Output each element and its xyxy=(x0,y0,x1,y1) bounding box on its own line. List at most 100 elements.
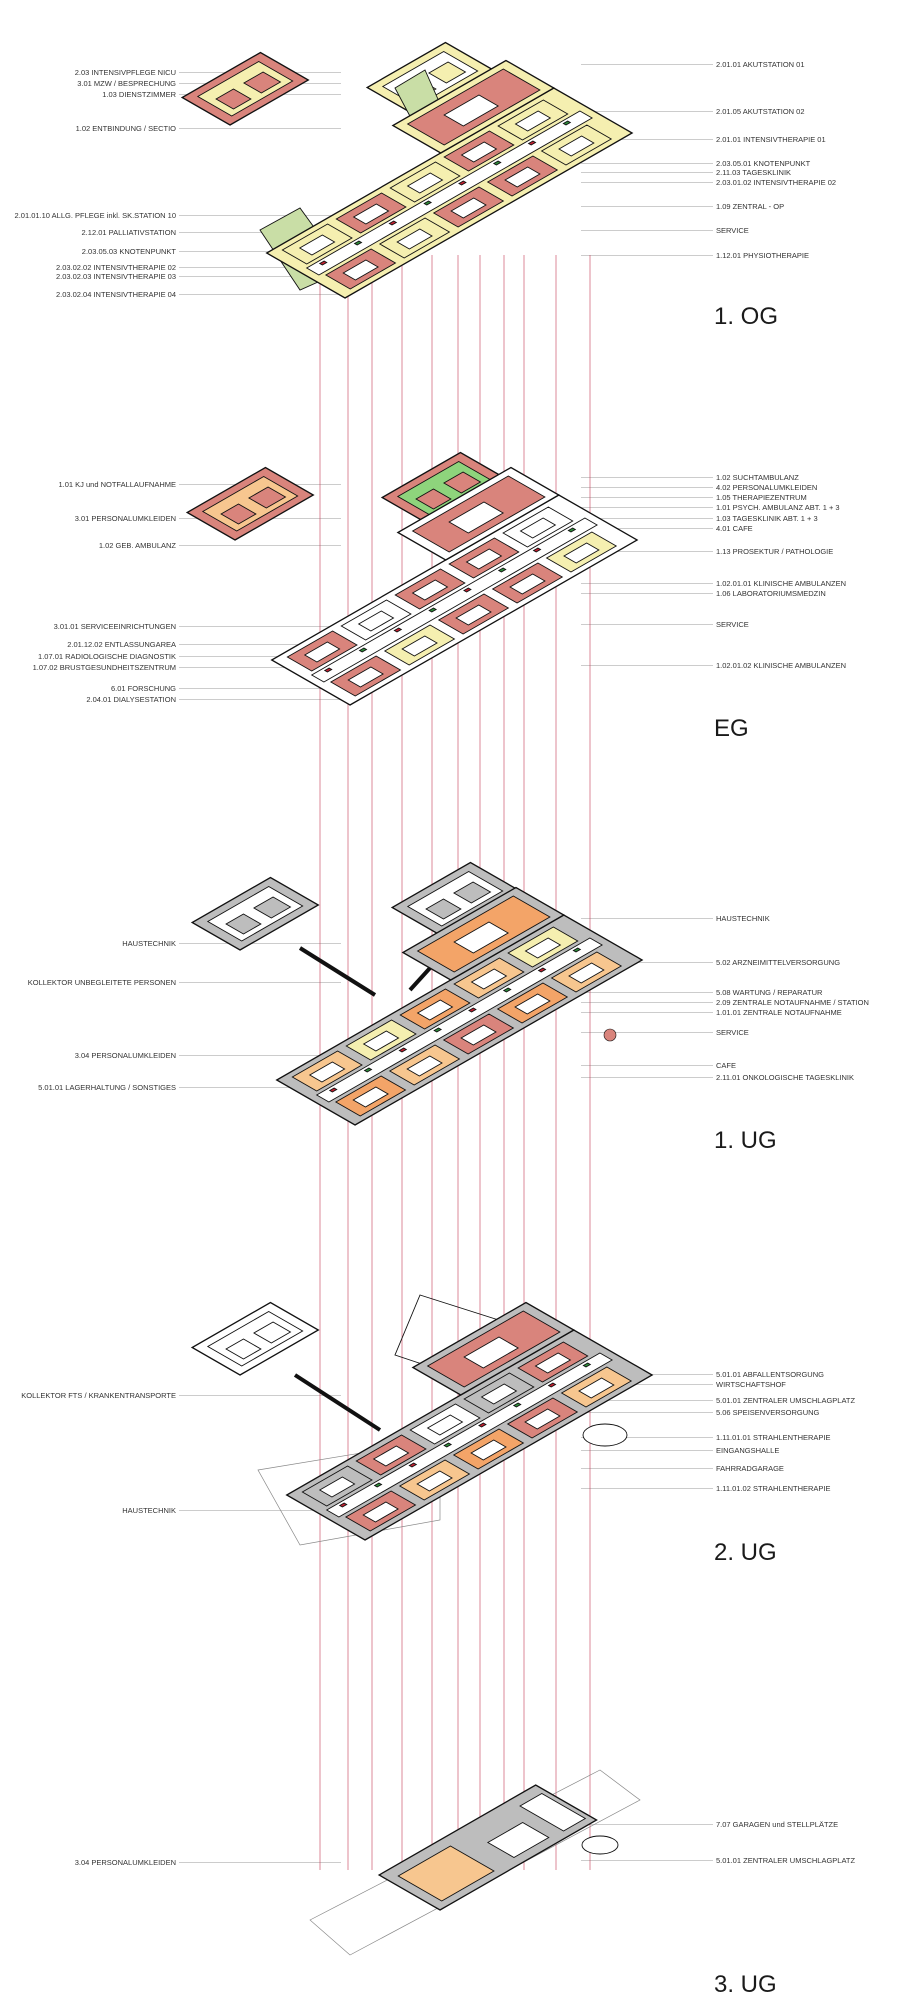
courtyard xyxy=(578,1377,615,1399)
round-element xyxy=(581,1835,619,1855)
room-label: KOLLEKTOR UNBEGLEITETE PERSONEN xyxy=(28,978,176,987)
door-marker xyxy=(562,120,572,126)
room-label: 3.01.01 SERVICEEINRICHTUNGEN xyxy=(54,622,176,631)
room-label: 5.02 ARZNEIMITTELVERSORGUNG xyxy=(716,958,840,967)
room-label: 2.11.01 ONKOLOGISCHE TAGESKLINIK xyxy=(716,1073,854,1082)
floor-slab xyxy=(377,1784,598,1911)
courtyard xyxy=(352,203,390,225)
room-label: 2.12.01 PALLIATIVSTATION xyxy=(82,228,176,237)
courtyard xyxy=(362,1030,400,1052)
floor-title-3-ug: 3. UG xyxy=(714,1971,777,1998)
room-label: 2.03.02.04 INTENSIVTHERAPIE 04 xyxy=(56,290,176,299)
door-marker xyxy=(582,1362,592,1368)
room-label: 2.03.01.02 INTENSIVTHERAPIE 02 xyxy=(716,178,836,187)
connector-corridor xyxy=(298,946,377,997)
courtyard xyxy=(460,1024,497,1046)
room-label: SERVICE xyxy=(716,620,749,629)
room-label: 5.01.01 ZENTRALER UMSCHLAGPLATZ xyxy=(716,1396,855,1405)
door-marker xyxy=(512,1402,522,1408)
room-block xyxy=(248,486,287,509)
courtyard xyxy=(504,166,541,188)
door-marker xyxy=(428,607,438,613)
door-marker xyxy=(398,1047,408,1053)
room-label: 1.06 LABORATORIUMSMEDZIN xyxy=(716,589,826,598)
round-element xyxy=(603,1028,617,1042)
courtyard xyxy=(450,197,487,219)
room-label: 4.01 CAFE xyxy=(716,524,753,533)
courtyard xyxy=(347,666,384,688)
room-block xyxy=(428,61,467,84)
courtyard xyxy=(352,1086,389,1108)
courtyard xyxy=(318,1476,356,1498)
room-label: 2.03 INTENSIVPFLEGE NICU xyxy=(75,68,176,77)
courtyard xyxy=(411,579,449,601)
room-label: 2.03.02.02 INTENSIVTHERAPIE 02 xyxy=(56,263,176,272)
room-label: 2.01.01 AKUTSTATION 01 xyxy=(716,60,805,69)
courtyard xyxy=(463,1336,520,1369)
room-label: 2.03.05.01 KNOTENPUNKT xyxy=(716,159,811,168)
courtyard xyxy=(465,548,503,570)
room-label: HAUSTECHNIK xyxy=(122,1506,176,1515)
courtyard xyxy=(342,259,379,281)
room-label: 3.04 PERSONALUMKLEIDEN xyxy=(75,1051,176,1060)
room-label: 5.06 SPEISENVERSORGUNG xyxy=(716,1408,820,1417)
room-label: 2.01.01.10 ALLG. PFLEGE inkl. SK.STATION… xyxy=(15,211,176,220)
courtyard xyxy=(357,610,395,632)
door-marker xyxy=(458,180,467,186)
room-label: 2.09 ZENTRALE NOTAUFNAHME / STATION xyxy=(716,998,869,1007)
door-marker xyxy=(532,547,542,553)
courtyard xyxy=(509,573,546,595)
room-label: HAUSTECHNIK xyxy=(716,914,770,923)
door-marker xyxy=(388,220,398,226)
room-label: 1.02.01.02 KLINISCHE AMBULANZEN xyxy=(716,661,846,670)
courtyard xyxy=(558,135,595,157)
room-label: SERVICE xyxy=(716,226,749,235)
door-marker xyxy=(492,160,502,166)
room-label: 1.12.01 PHYSIOTHERAPIE xyxy=(716,251,809,260)
room-label: HAUSTECHNIK xyxy=(122,939,176,948)
door-marker xyxy=(353,240,363,246)
courtyard xyxy=(443,94,500,127)
room-label: 1.02 ENTBINDUNG / SECTIO xyxy=(76,124,177,133)
courtyard xyxy=(534,1352,572,1374)
courtyard xyxy=(486,1821,550,1859)
door-marker xyxy=(443,1442,453,1448)
room-block xyxy=(253,1321,292,1344)
room-label: 5.08 WARTUNG / REPARATUR xyxy=(716,988,823,997)
door-marker xyxy=(502,987,512,993)
leader-lines xyxy=(179,64,713,1863)
room-block xyxy=(415,488,452,510)
corridor xyxy=(310,517,598,683)
courtyard xyxy=(455,604,492,626)
connector-corridor xyxy=(293,1373,382,1432)
courtyard xyxy=(308,1061,346,1083)
door-marker xyxy=(393,627,403,633)
door-marker xyxy=(497,567,507,573)
courtyard xyxy=(524,937,562,959)
floor-title-eg: EG xyxy=(714,715,749,742)
door-marker xyxy=(463,587,472,593)
room-label: 5.01.01 ABFALLENTSORGUNG xyxy=(716,1370,824,1379)
room-block xyxy=(225,913,262,935)
courtyard xyxy=(460,141,498,163)
room-label: 3.01 PERSONALUMKLEIDEN xyxy=(75,514,176,523)
door-marker xyxy=(527,140,537,146)
room-block xyxy=(220,503,257,525)
room-label: 1.07.01 RADIOLOGISCHE DIAGNOSTIK xyxy=(38,652,176,661)
door-marker xyxy=(373,1482,383,1488)
courtyard xyxy=(362,1501,399,1523)
room-label: KOLLEKTOR FTS / KRANKENTRANSPORTE xyxy=(21,1391,176,1400)
courtyard xyxy=(514,110,552,132)
room-label: 1.11.01.02 STRAHLENTHERAPIE xyxy=(716,1484,831,1493)
courtyard xyxy=(470,1439,507,1461)
room-label: 1.13 PROSEKTUR / PATHOLOGIE xyxy=(716,547,833,556)
room-label: 7.07 GARAGEN und STELLPLÄTZE xyxy=(716,1820,838,1829)
courtyard xyxy=(396,228,433,250)
room-block xyxy=(425,898,462,920)
courtyard xyxy=(480,1383,518,1405)
floor-title-2-ug: 2. UG xyxy=(714,1539,777,1566)
courtyard xyxy=(453,921,510,954)
room-label: 3.04 PERSONALUMKLEIDEN xyxy=(75,1858,176,1867)
room-block xyxy=(453,881,492,904)
room-label: 2.01.12.02 ENTLASSUNGAREA xyxy=(67,640,176,649)
